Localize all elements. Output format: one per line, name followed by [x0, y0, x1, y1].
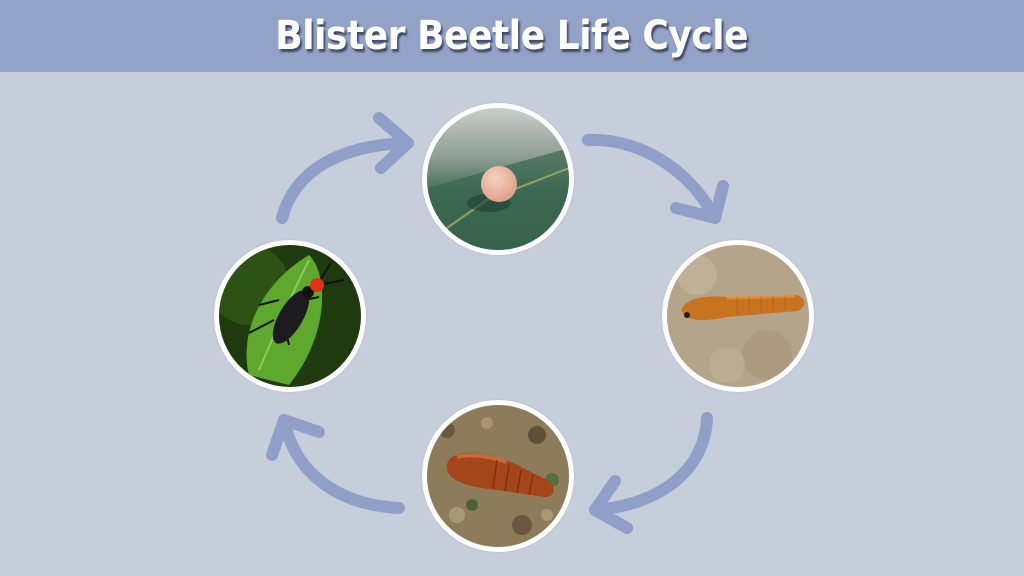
arrow-top-to-right-icon	[582, 133, 729, 224]
stage-pupa	[422, 400, 574, 552]
larva-photo-icon	[667, 245, 809, 387]
stage-egg	[422, 103, 574, 255]
title-banner: Blister Beetle Life Cycle	[0, 0, 1024, 72]
arrow-left-to-top-icon	[276, 112, 414, 224]
stage-adult	[214, 240, 366, 392]
page-title: Blister Beetle Life Cycle	[275, 13, 749, 59]
pupa-photo-icon	[427, 405, 569, 547]
arrow-bottom-right-icon	[589, 412, 713, 534]
stage-larva	[662, 240, 814, 392]
adult-beetle-photo-icon	[219, 245, 361, 387]
egg-photo-icon	[427, 108, 569, 250]
arrow-bottom-left-icon	[266, 414, 405, 514]
